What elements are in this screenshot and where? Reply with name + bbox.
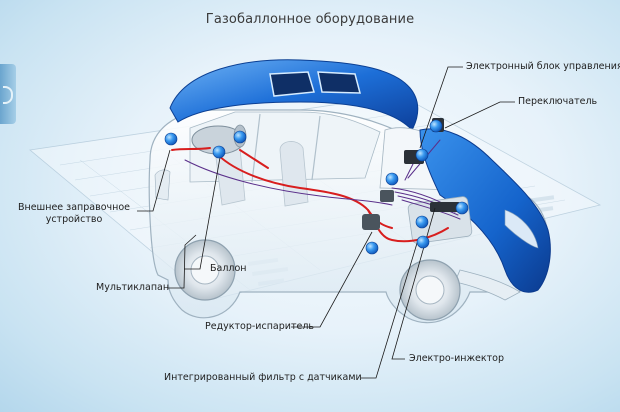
label-switch: Переключатель: [518, 96, 598, 107]
front-wheel: [399, 259, 461, 321]
marker-dots: [164, 119, 469, 255]
injector-rail: [430, 202, 460, 212]
side-tab[interactable]: [0, 64, 16, 124]
car-body: [148, 59, 551, 324]
label-reducer: Редуктор-испаритель: [205, 321, 314, 332]
marker-tank: [233, 130, 247, 144]
marker-filler: [164, 132, 178, 146]
marker-switch: [429, 119, 443, 133]
marker-ecu: [385, 172, 399, 186]
marker-filter: [416, 235, 430, 249]
label-external-filler: Внешнее заправочное устройство: [10, 202, 138, 226]
label-multivalve: Мультиклапан: [96, 282, 170, 293]
marker-injector-2: [415, 215, 429, 229]
marker-reducer: [365, 241, 379, 255]
side-tab-icon: [3, 86, 13, 104]
label-external-filler-line1: Внешнее заправочное: [17, 202, 130, 213]
marker-multivalve: [212, 145, 226, 159]
rear-wheel: [174, 239, 236, 301]
label-tank: Баллон: [210, 263, 247, 274]
leader-lines: [137, 66, 515, 379]
filter-unit: [380, 190, 394, 202]
diagram-title: Газобаллонное оборудование: [205, 12, 415, 27]
sunroof: [269, 71, 361, 97]
label-ecu: Электронный блок управления: [466, 61, 620, 72]
marker-ecu-2: [415, 148, 429, 162]
marker-injector: [455, 201, 469, 215]
reducer-unit: [362, 214, 380, 230]
label-filter: Интегрированный фильтр с датчиками: [164, 372, 362, 383]
label-external-filler-line2: устройство: [45, 214, 103, 225]
label-injector: Электро-инжектор: [409, 353, 504, 364]
